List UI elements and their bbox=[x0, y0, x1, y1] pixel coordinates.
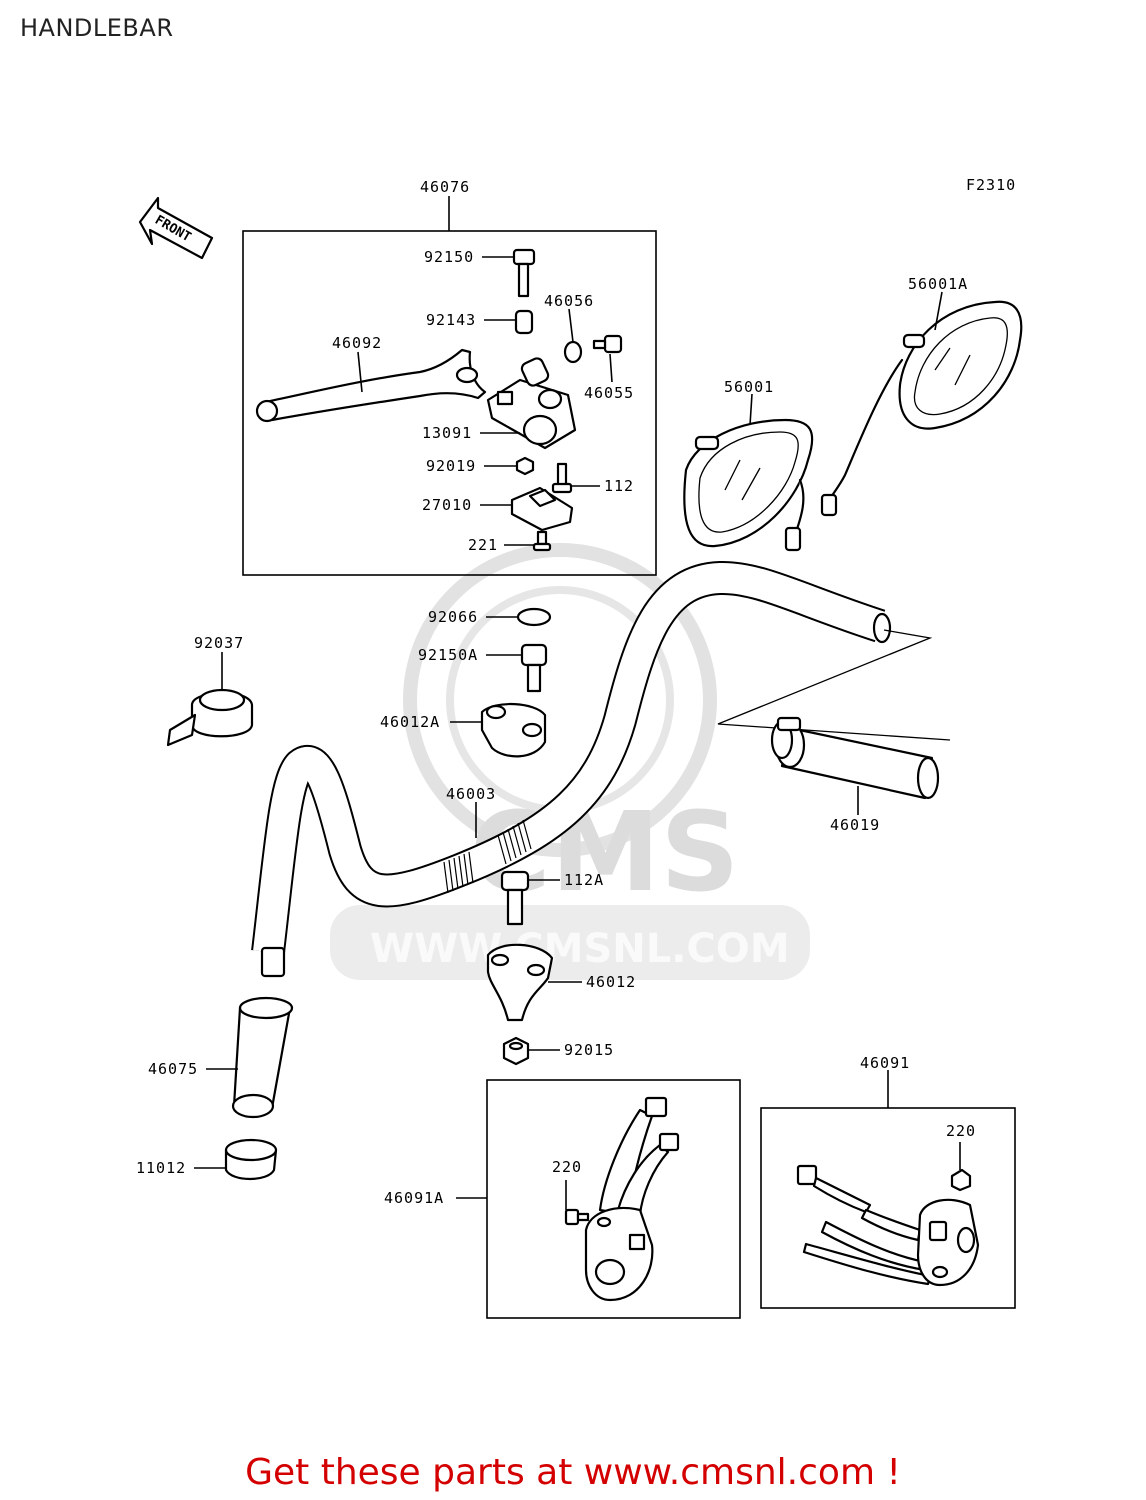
guide-line bbox=[717, 629, 951, 741]
page-title: HANDLEBAR bbox=[20, 14, 174, 42]
screw-112 bbox=[551, 462, 573, 494]
label-220-left: 220 bbox=[552, 1158, 582, 1176]
label-92015: 92015 bbox=[564, 1041, 614, 1059]
cap-92066 bbox=[516, 607, 552, 627]
watermark-url: WWW.CMSNL.COM bbox=[370, 926, 790, 972]
label-220-right: 220 bbox=[946, 1122, 976, 1140]
label-112: 112 bbox=[604, 477, 634, 495]
switch-box-46091A bbox=[486, 1079, 741, 1319]
screw-220-right bbox=[950, 1168, 972, 1192]
throttle-grip-46019 bbox=[770, 716, 940, 800]
label-27010: 27010 bbox=[422, 496, 472, 514]
holder-46012A bbox=[480, 702, 547, 758]
screw-46055 bbox=[592, 334, 623, 354]
adjuster-46056 bbox=[563, 340, 583, 364]
label-46012A: 46012A bbox=[380, 713, 440, 731]
label-46075: 46075 bbox=[148, 1060, 198, 1078]
label-11012: 11012 bbox=[136, 1159, 186, 1177]
figure-code: F2310 bbox=[966, 176, 1016, 194]
label-56001: 56001 bbox=[724, 378, 774, 396]
grip-46075 bbox=[231, 996, 294, 1119]
screw-221 bbox=[532, 530, 552, 552]
label-221: 221 bbox=[468, 536, 498, 554]
watermark: CMS WWW.CMSNL.COM bbox=[330, 543, 810, 980]
weight-11012 bbox=[224, 1138, 278, 1181]
label-112A: 112A bbox=[564, 871, 604, 889]
label-92037: 92037 bbox=[194, 634, 244, 652]
label-46019: 46019 bbox=[830, 816, 880, 834]
front-arrow: FRONT bbox=[138, 196, 214, 260]
label-46055: 46055 bbox=[584, 384, 634, 402]
label-92019: 92019 bbox=[426, 457, 476, 475]
nut-92015 bbox=[502, 1036, 530, 1066]
holder-13091 bbox=[486, 357, 577, 450]
label-46091A: 46091A bbox=[384, 1189, 444, 1207]
label-13091: 13091 bbox=[422, 424, 472, 442]
part-92037 bbox=[166, 688, 254, 747]
bolt-92150 bbox=[512, 248, 536, 298]
parts-diagram: CMS WWW.CMSNL.COM FRONT F2310 46076 9215… bbox=[136, 176, 1023, 1319]
collar-92143 bbox=[514, 309, 534, 335]
label-46076: 46076 bbox=[420, 178, 470, 196]
label-46091: 46091 bbox=[860, 1054, 910, 1072]
label-46012: 46012 bbox=[586, 973, 636, 991]
handlebar-46003 bbox=[251, 560, 892, 978]
label-92143: 92143 bbox=[426, 311, 476, 329]
switch-27010 bbox=[510, 486, 574, 532]
label-92066: 92066 bbox=[428, 608, 478, 626]
bolt-112A bbox=[500, 870, 530, 926]
label-92150: 92150 bbox=[424, 248, 474, 266]
holder-46012 bbox=[486, 943, 554, 1022]
mirror-56001A bbox=[820, 300, 1023, 517]
label-92150A: 92150A bbox=[418, 646, 478, 664]
footer-cta[interactable]: Get these parts at www.cmsnl.com ! bbox=[245, 1452, 901, 1493]
label-46003: 46003 bbox=[446, 785, 496, 803]
switch-housing-46091 bbox=[796, 1164, 980, 1287]
lever-46092 bbox=[263, 348, 487, 422]
label-56001A: 56001A bbox=[908, 275, 968, 293]
label-46056: 46056 bbox=[544, 292, 594, 310]
switch-box-46091 bbox=[760, 1107, 1016, 1309]
nut-92019 bbox=[515, 456, 535, 476]
switch-housing-46091A bbox=[584, 1096, 680, 1302]
lever-ball-end bbox=[255, 399, 279, 423]
bolt-92150A bbox=[520, 643, 548, 693]
screw-220-left bbox=[564, 1208, 590, 1226]
label-46092: 46092 bbox=[332, 334, 382, 352]
mirror-56001 bbox=[683, 418, 814, 552]
lever-pivot bbox=[455, 366, 479, 384]
